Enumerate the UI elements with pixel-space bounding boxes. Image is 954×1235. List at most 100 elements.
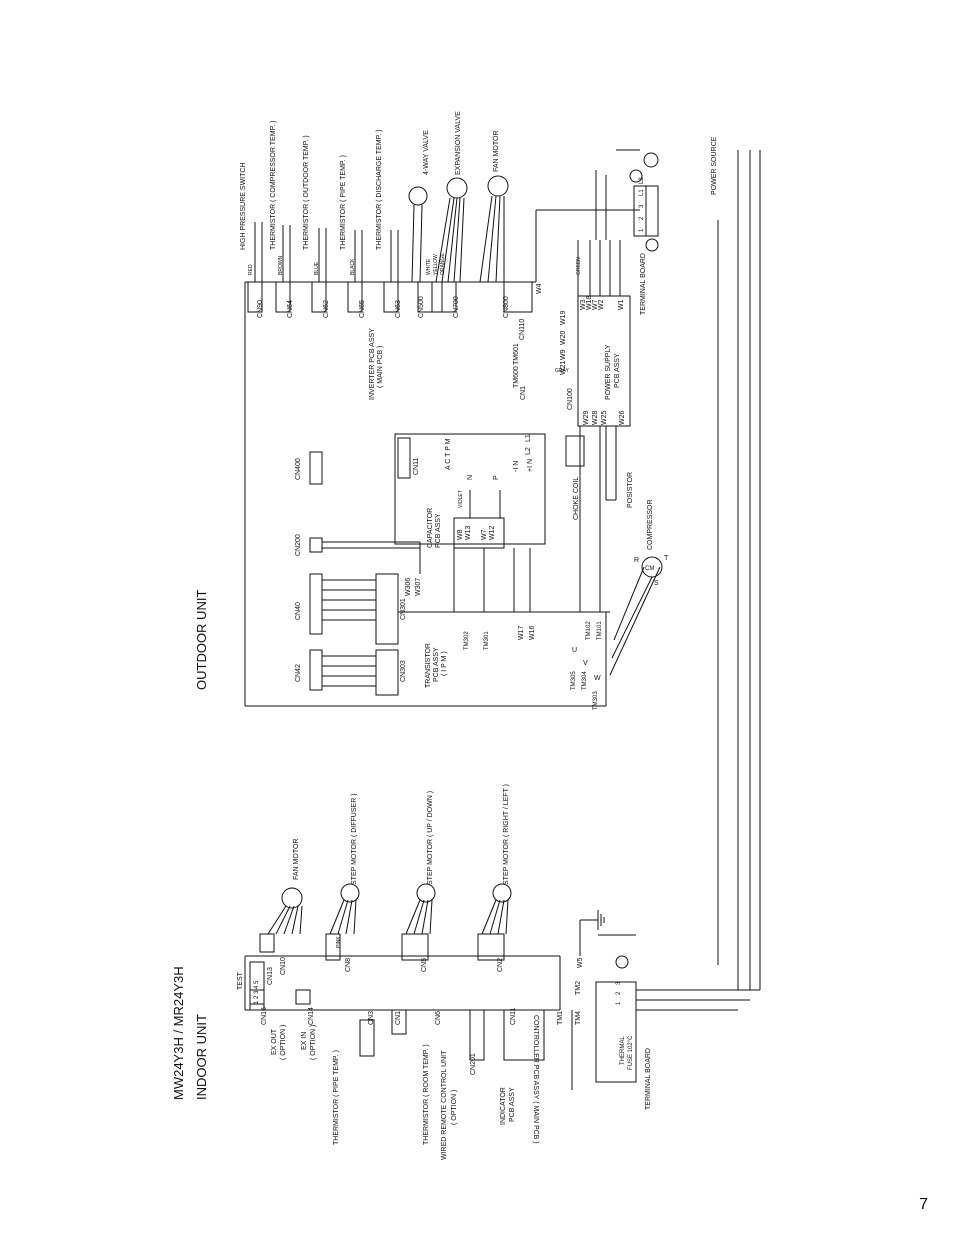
outdoor-wire-w16-18: W16	[529, 626, 536, 641]
w307-label: W307	[415, 578, 422, 596]
wire-red: RED	[248, 264, 254, 275]
outdoor-terminal-board-label: TERMINAL BOARD	[640, 253, 647, 315]
indoor-heading: INDOOR UNIT	[194, 1014, 209, 1100]
cn16-label: CN16	[261, 1007, 268, 1025]
model-title: MW24Y3H / MR24Y3H	[171, 966, 186, 1100]
wired-remote-opt-label: ( OPTION )	[451, 1090, 458, 1125]
thermistor-room-label: THERMISTOR ( ROOM TEMP. )	[423, 1044, 430, 1145]
outdoor-wire-w9-7: W9	[560, 349, 567, 360]
cn13-label: CN13	[267, 967, 274, 985]
actpm-pin-2: N	[467, 475, 474, 480]
indoor-terminal-board-label: TERMINAL BOARD	[645, 1048, 652, 1110]
outdoor-tm305: TM305	[571, 671, 577, 690]
four-way-label: 4-WAY VALVE	[423, 130, 430, 175]
indicator-label-2: PCB ASSY	[509, 1087, 516, 1122]
therm-comp-label: THERMISTOR ( COMPRESSOR TEMP. )	[270, 120, 277, 250]
outdoor-wire-w25-11: W25	[601, 411, 608, 426]
test-label: TEST	[237, 971, 244, 990]
ex-in-opt-label: ( OPTION )	[310, 1025, 317, 1060]
outdoor-heading: OUTDOOR UNIT	[194, 590, 209, 690]
outdoor-wire-w8-13: W8	[457, 529, 464, 540]
thermal-fuse-label: THERMAL	[620, 1036, 626, 1065]
wired-remote-label: WIRED REMOTE CONTROL UNIT	[441, 1050, 448, 1160]
wire-pink: PINK	[336, 936, 342, 948]
indoor-wiring	[244, 150, 761, 1090]
choke-label: CHOKE COIL	[573, 477, 580, 520]
compressor-label: COMPRESSOR	[647, 499, 654, 550]
outdoor-wire-w7-15: W7	[481, 529, 488, 540]
wire-orange: ORANGE	[440, 253, 446, 275]
indoor-fan-label: FAN MOTOR	[293, 839, 300, 880]
step-updown-label: STEP MOTOR ( UP / DOWN )	[427, 791, 434, 885]
therm-outdoor-label: THERMISTOR ( OUTDOOR TEMP. )	[303, 135, 310, 250]
inverter-pcb-label-2: ( MAIN PCB )	[377, 346, 384, 388]
transistor-label-2: PCB ASSY	[433, 647, 440, 682]
power-source-label: POWER SOURCE	[711, 136, 718, 195]
comp-terminal-t: T	[664, 555, 669, 562]
outdoor-tm102: TM102	[586, 621, 592, 640]
indoor-tb-pin-3: 3	[616, 981, 622, 985]
actpm-pin-3: P	[493, 475, 500, 480]
cn40-label: CN40	[295, 602, 302, 620]
inverter-pcb-label: INVERTER PCB ASSY	[369, 328, 376, 400]
wire-black: BLACK	[350, 258, 356, 275]
cn400-label: CN400	[295, 458, 302, 480]
thermal-fuse-label-2: FUSE 102°C	[628, 1035, 634, 1070]
outdoor-wire-w18-1: W18	[586, 296, 593, 311]
indicator-label: INDICATOR	[500, 1087, 507, 1125]
outdoor-connector-cn63: CN63	[395, 300, 402, 318]
cn1-label: CN1	[395, 1011, 402, 1025]
tm1-label: TM1	[557, 1011, 564, 1025]
posistor-label: POSISTOR	[627, 472, 634, 508]
pcb-main-label: CONTROLLER PCB ASSY ( MAIN PCB )	[532, 1015, 539, 1144]
comp-terminal-r: R	[634, 557, 639, 564]
outdoor-wire-w1-4: W1	[618, 299, 625, 310]
outdoor-wire-w28-10: W28	[592, 411, 599, 426]
cn14-label: CN14	[308, 1007, 315, 1025]
outdoor-tb-pin-4: L2	[639, 177, 645, 184]
indoor-tb-pin-2: 2	[616, 991, 622, 995]
ex-out-label: EX OUT	[271, 1028, 278, 1055]
cm-label: CM	[645, 566, 654, 572]
wire-green: GREEN	[576, 257, 582, 275]
cn11-out-label: CN11	[413, 458, 420, 475]
page-number: 7	[919, 1196, 928, 1213]
outdoor-connector-cn1: CN1	[520, 386, 527, 400]
outdoor-connector-tm600: TM600	[513, 366, 520, 388]
outdoor-wire-w7-2: W7	[592, 299, 599, 310]
power-supply-label: POWER SUPPLY	[605, 344, 612, 400]
high-pressure-label: HIGH PRESSURE SWITCH	[240, 162, 247, 250]
actpm-pin-5: +I N	[527, 459, 534, 472]
cn11-label: CN11	[510, 1008, 517, 1025]
cn10-label: CN10	[280, 957, 287, 975]
outdoor-wire-w21-8: W21	[560, 361, 567, 376]
cn42-label: CN42	[295, 664, 302, 682]
outdoor-connector-tm601: TM601	[513, 343, 520, 365]
labels: MW24Y3H / MR24Y3H INDOOR UNIT OUTDOOR UN…	[171, 111, 718, 1160]
outdoor-wire-w20-6: W20	[560, 331, 567, 346]
transistor-label-3: ( I P M )	[441, 651, 448, 676]
actpm-pin-4: -I N	[513, 461, 520, 472]
actpm-label: A C T P M	[445, 438, 452, 470]
w306-label: W306	[405, 578, 412, 596]
outdoor-wire-w29-9: W29	[583, 411, 590, 426]
tm4-label: TM4	[575, 1011, 582, 1025]
ex-out-opt-label: ( OPTION )	[280, 1025, 287, 1060]
outdoor-tb-pin-0: 1	[639, 228, 645, 232]
wire-gray: GRAY	[555, 368, 569, 374]
outdoor-tb-pin-1: 2	[639, 216, 645, 220]
cn303-label: CN303	[400, 660, 407, 682]
ex-in-label: EX IN	[301, 1032, 308, 1050]
phase-w: W	[594, 675, 601, 682]
outdoor-wire-w19-5: W19	[560, 311, 567, 326]
outdoor-tm302: TM302	[464, 631, 470, 650]
thermistor-pipe-label: THERMISTOR ( PIPE TEMP. )	[333, 1050, 340, 1145]
outdoor-connector-cn100: CN100	[567, 388, 574, 410]
outdoor-connector-cn800: CN800	[503, 296, 510, 318]
therm-pipe-label: THERMISTOR ( PIPE TEMP. )	[340, 155, 347, 250]
outdoor-fan-label: FAN MOTOR	[493, 131, 500, 172]
cn6-label: CN6	[435, 1011, 442, 1025]
outdoor-connector-cn64: CN64	[287, 300, 294, 318]
cn3-label: CN3	[368, 1011, 375, 1025]
